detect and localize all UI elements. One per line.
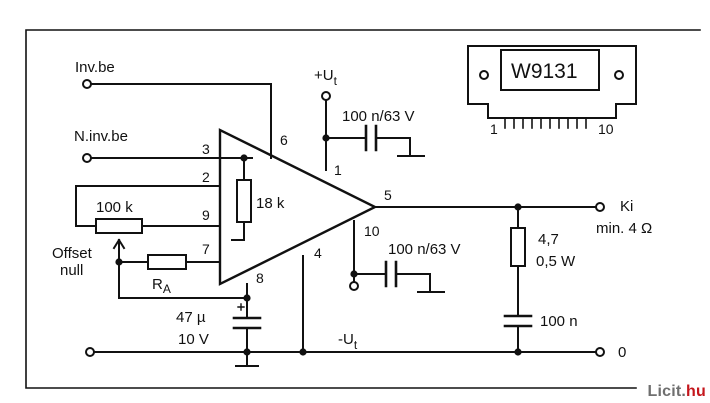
- label-null: null: [60, 262, 83, 279]
- chip-name-box: [500, 49, 600, 91]
- capacitor-47u: [232, 316, 262, 330]
- wire-cap-bottom: [353, 273, 445, 293]
- pin-1: 1: [334, 162, 342, 178]
- ground-right-terminal[interactable]: [595, 347, 605, 357]
- label-ra: RA: [152, 276, 171, 296]
- capacitor-100n: [503, 314, 533, 328]
- wire-inv: [90, 83, 272, 159]
- label-ground: 0: [618, 344, 626, 361]
- output-terminal[interactable]: [595, 202, 605, 212]
- label-inv-be: Inv.be: [75, 59, 115, 76]
- wire-18k: [231, 157, 245, 241]
- ground-left-terminal[interactable]: [85, 347, 95, 357]
- pin-7: 7: [202, 241, 210, 257]
- watermark-logo: Licit.hu: [647, 383, 706, 400]
- label-cap-47u-v: 10 V: [178, 331, 209, 348]
- label-chip-name: W9131: [511, 60, 578, 83]
- minus-ut-terminal[interactable]: [349, 281, 359, 291]
- label-ninv-be: N.inv.be: [74, 128, 128, 145]
- label-offset: Offset: [52, 245, 93, 262]
- label-res-05w: 0,5 W: [536, 253, 576, 270]
- label-out-ki: Ki: [620, 198, 633, 215]
- frame-border: [25, 29, 701, 389]
- label-out-min: min. 4 Ω: [596, 220, 652, 237]
- ninv-input-terminal[interactable]: [82, 153, 92, 163]
- label-chip-pin-first: 1: [490, 121, 498, 137]
- junction-gnd-zobel: [514, 348, 522, 356]
- label-res-18k: 18 k: [256, 195, 285, 212]
- label-cap-top: 100 n/63 V: [342, 108, 415, 125]
- capacitor-47u-plus: [237, 303, 245, 311]
- pin-8: 8: [256, 270, 264, 286]
- inv-input-terminal[interactable]: [82, 79, 92, 89]
- resistor-18k: [236, 179, 252, 223]
- resistor-ra: [147, 254, 187, 270]
- chip-hole-left: [479, 70, 489, 80]
- pin-4: 4: [314, 245, 322, 261]
- label-cap-100n: 100 n: [540, 313, 578, 330]
- resistor-4-7: [510, 227, 526, 267]
- chip-leads: [504, 117, 587, 129]
- chip-hole-right: [614, 70, 624, 80]
- label-res-4-7: 4,7: [538, 231, 559, 248]
- label-pot-100k: 100 k: [96, 199, 133, 216]
- label-minus-ut: -Ut: [338, 331, 358, 352]
- pin-6: 6: [280, 132, 288, 148]
- pin-5: 5: [384, 187, 392, 203]
- chip-package: [467, 45, 637, 119]
- pin-2: 2: [202, 169, 210, 185]
- potentiometer-100k: [95, 218, 143, 234]
- label-plus-ut: +Ut: [314, 67, 338, 88]
- pin-10: 10: [364, 223, 380, 239]
- opamp-triangle: [218, 128, 378, 286]
- pin-3: 3: [202, 141, 210, 157]
- junction-gnd-pin4: [299, 348, 307, 356]
- capacitor-bottom: [384, 260, 398, 288]
- junction-gnd-47u: [243, 348, 251, 356]
- wire-cap-top: [325, 137, 425, 157]
- capacitor-top: [364, 124, 378, 152]
- pin-9: 9: [202, 207, 210, 223]
- label-cap-bottom: 100 n/63 V: [388, 241, 461, 258]
- label-cap-47u: 47 µ: [176, 309, 206, 326]
- wire-pin2: [75, 185, 221, 227]
- plus-ut-terminal[interactable]: [321, 91, 331, 101]
- pot-wiper: [112, 238, 126, 263]
- label-chip-pin-last: 10: [598, 121, 614, 137]
